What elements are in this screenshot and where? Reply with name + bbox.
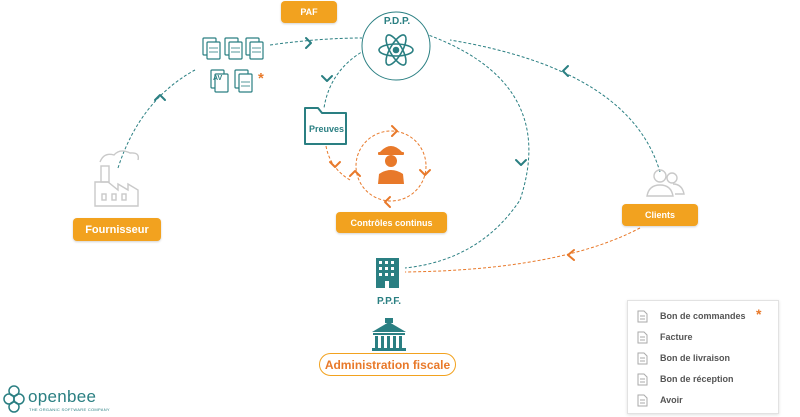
flow-clients-to-pdp [449, 39, 661, 173]
document-icon [637, 352, 648, 364]
chevron-icon [391, 125, 398, 137]
flow-documents-to-pdp [269, 37, 363, 46]
chevron-icon [515, 159, 527, 166]
chevron-icon [419, 169, 431, 176]
paf-label: PAF [300, 7, 318, 17]
legend-item-bon-de-reception: Bon de réception [637, 371, 734, 387]
factory-icon [94, 150, 140, 207]
bee-logo-icon [3, 385, 25, 413]
legend-item-bon-de-commandes: Bon de commandes [637, 308, 746, 324]
document-icon [637, 373, 648, 385]
chevron-icon [349, 170, 361, 177]
chevron-icon [384, 196, 391, 208]
document-asterisk: * [258, 70, 264, 87]
chevron-icon [567, 249, 575, 261]
preuves-label: Preuves [309, 124, 344, 134]
document-icon [202, 37, 221, 60]
chevron-icon [562, 65, 569, 77]
ppf-label: P.P.F. [377, 296, 401, 307]
document-icon [637, 310, 648, 322]
inspector-icon [378, 146, 404, 184]
document-icon [234, 69, 253, 93]
legend-item-facture: Facture [637, 329, 693, 345]
document-icon [245, 37, 264, 60]
office-building-icon [376, 258, 399, 288]
brand-name: openbee [28, 387, 97, 406]
document-av-label: AV [213, 75, 223, 82]
atom-icon [378, 34, 414, 66]
flow-pdp-to-preuves [323, 49, 366, 109]
chevron-icon [329, 161, 341, 168]
controles-label: Contrôles continus [350, 217, 433, 228]
document-icon [637, 394, 648, 406]
flow-fournisseur-to-documents [117, 69, 196, 169]
users-icon [646, 169, 685, 197]
folder-icon [304, 107, 347, 145]
government-building-icon [372, 318, 406, 351]
legend-asterisk: * [756, 306, 762, 322]
chevron-icon [305, 37, 312, 49]
brand-tagline: THE ORGANIC SOFTWARE COMPANY [29, 407, 110, 412]
pdp-label: P.D.P. [383, 16, 411, 27]
legend-label: Bon de réception [660, 374, 734, 384]
fournisseur-badge: Fournisseur [73, 218, 161, 241]
legend-item-avoir: Avoir [637, 392, 683, 408]
legend-label: Bon de commandes [660, 311, 746, 321]
legend-label: Avoir [660, 395, 683, 405]
clients-badge: Clients [622, 204, 698, 226]
document-lines [209, 47, 261, 87]
document-icon [637, 331, 648, 343]
flow-pdp-to-ppf [404, 31, 530, 269]
flow-lines-orange [325, 145, 641, 273]
clients-label: Clients [644, 210, 675, 220]
flow-clients-to-ppf [404, 227, 641, 273]
fournisseur-label: Fournisseur [85, 223, 149, 236]
chevron-icon [154, 94, 166, 101]
controles-badge: Contrôles continus [336, 212, 447, 233]
flow-chevrons-orange [329, 161, 575, 261]
legend-item-bon-de-livraison: Bon de livraison [637, 350, 730, 366]
legend-label: Facture [660, 332, 693, 342]
paf-badge: PAF [281, 1, 337, 23]
documents-cluster [202, 37, 264, 93]
document-icon [210, 69, 229, 93]
flow-chevrons-teal [154, 37, 569, 166]
legend: Bon de commandes * Facture Bon de livrai… [627, 300, 779, 414]
controls-cycle [349, 125, 431, 208]
administration-badge: Administration fiscale [319, 353, 456, 376]
legend-label: Bon de livraison [660, 353, 731, 363]
flow-lines-teal [117, 31, 661, 269]
administration-label: Administration fiscale [324, 357, 451, 372]
document-icon [224, 37, 243, 60]
chevron-icon [321, 75, 333, 82]
pdp-node [361, 11, 431, 81]
